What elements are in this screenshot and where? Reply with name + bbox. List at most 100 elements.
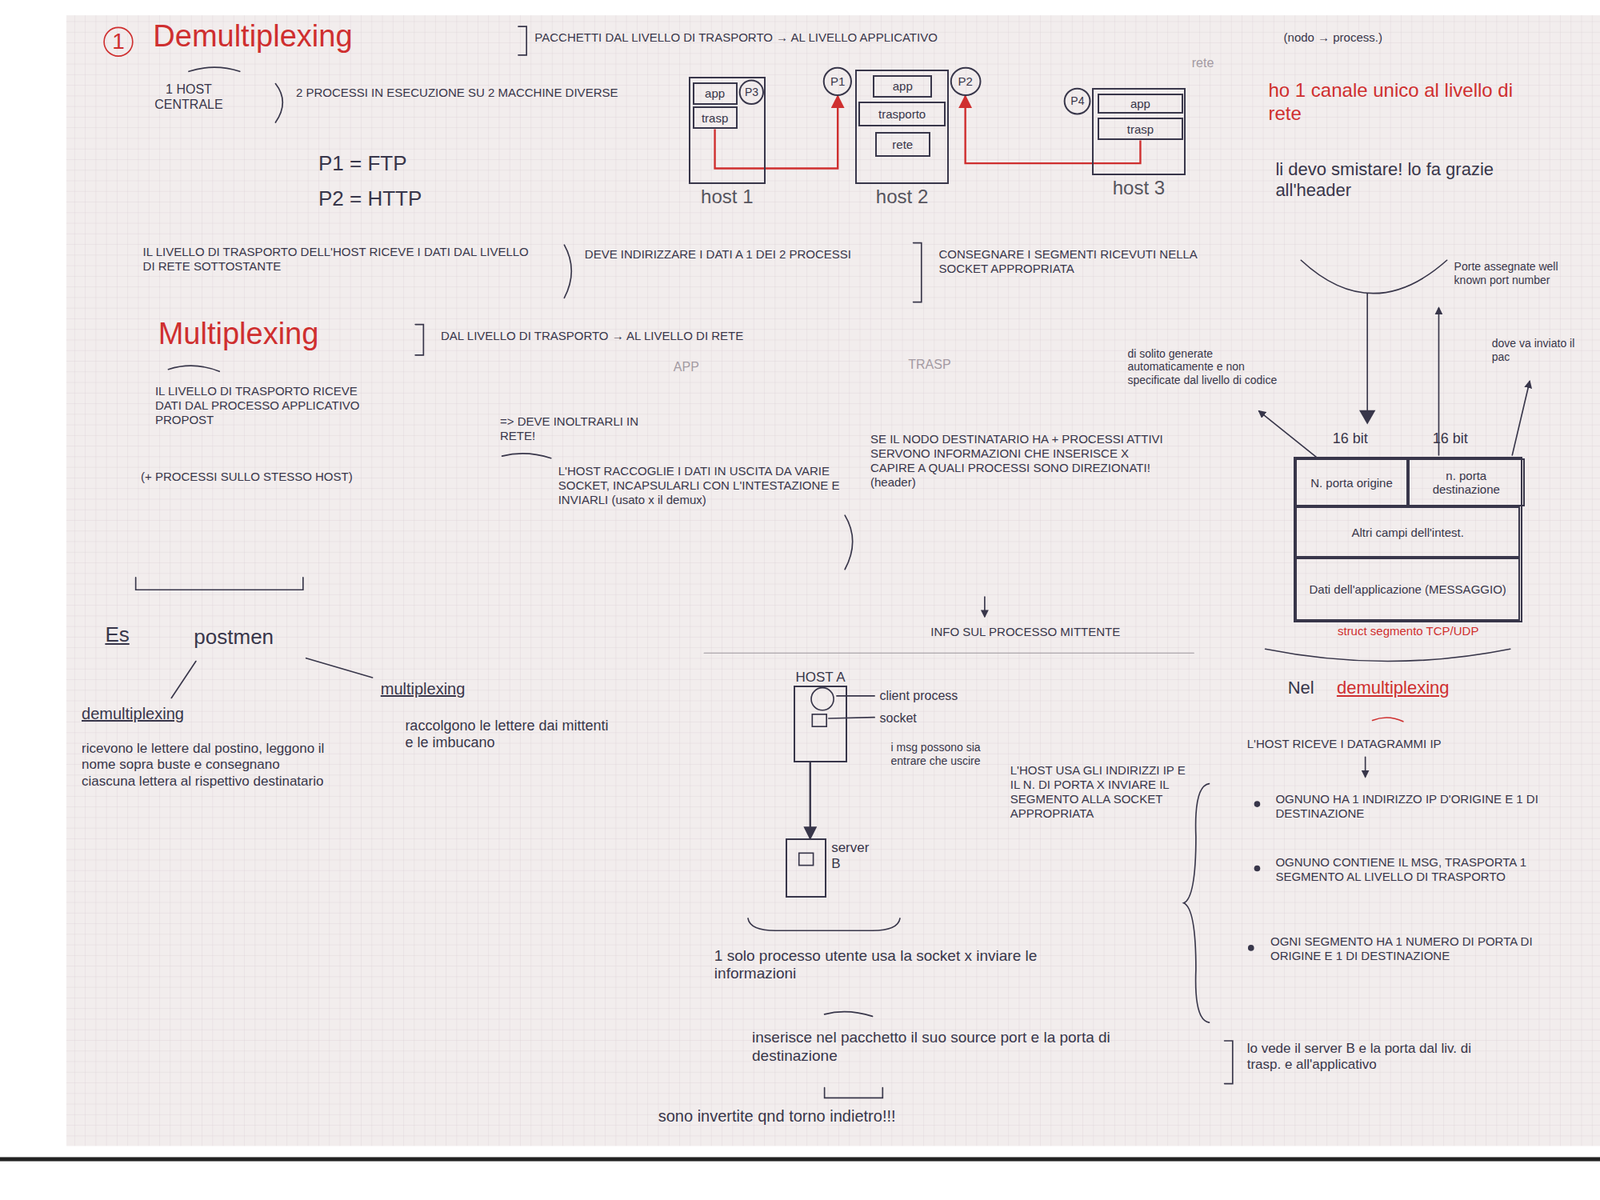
- layer-box: host 3apptrasp: [1092, 88, 1186, 176]
- process-circle: P4: [1064, 88, 1091, 115]
- bracket: [136, 577, 304, 590]
- note-text: SE IL NODO DESTINATARIO HA + PROCESSI AT…: [870, 432, 1177, 490]
- brace: [1300, 260, 1447, 293]
- note-text: PACCHETTI DAL LIVELLO DI TRASPORTO → AL …: [534, 30, 1239, 45]
- tilde-mark: [1372, 717, 1404, 722]
- note-text: Nel: [1288, 677, 1329, 699]
- note-text: li devo smistare! lo fa grazie all'heade…: [1275, 159, 1572, 202]
- circle-outline: [740, 80, 764, 104]
- bracket: [913, 243, 922, 303]
- note-text: 2 PROCESSI IN ESECUZIONE SU 2 MACCHINE D…: [296, 85, 633, 100]
- note-text: 16 bit: [1432, 430, 1495, 448]
- layer-box: Altri campi dell'intest.: [1295, 506, 1520, 558]
- note-text: OGNUNO CONTIENE IL MSG, TRASPORTA 1 SEGM…: [1275, 855, 1582, 884]
- node-text: app: [890, 79, 916, 93]
- bracket: [518, 26, 527, 56]
- layer-box: rete: [875, 132, 931, 157]
- layer-box: trasp: [1097, 117, 1184, 140]
- note-text: P2 = HTTP: [318, 186, 523, 212]
- note-text: socket: [879, 710, 982, 726]
- tilde-mark: [502, 453, 552, 459]
- circle-outline: [950, 68, 980, 96]
- layer-box: n. porta destinazione: [1408, 458, 1525, 507]
- node-text: P3: [742, 85, 761, 99]
- brace: [1265, 648, 1511, 661]
- node-heading: server B: [831, 840, 881, 872]
- note-text: postmen: [193, 624, 316, 650]
- process-circle: P2: [950, 67, 981, 96]
- note-text: OGNUNO HA 1 INDIRIZZO IP D'ORIGINE E 1 D…: [1275, 792, 1582, 821]
- node-heading: host 3: [1112, 176, 1165, 200]
- layer-box: app: [872, 75, 932, 98]
- note-text: OGNI SEGMENTO HA 1 NUMERO DI PORTA DI OR…: [1270, 934, 1582, 964]
- number-circle: [104, 27, 133, 56]
- bullet: [1254, 865, 1261, 872]
- note-text: client process: [879, 688, 1023, 704]
- brace: [1184, 784, 1210, 1023]
- note-text: Porte assegnate well known port number: [1454, 260, 1567, 288]
- arrow: [1512, 381, 1530, 456]
- note-text: L'HOST RICEVE I DATAGRAMMI IP: [1247, 736, 1584, 752]
- note-text: demultiplexing: [1336, 677, 1541, 699]
- node-text: rete: [889, 137, 916, 152]
- note-text: DEVE INDIRIZZARE I DATI A 1 DEI 2 PROCES…: [584, 247, 892, 262]
- bracket: [415, 324, 424, 356]
- bracket: [275, 84, 283, 123]
- bracket: [844, 515, 853, 570]
- layer-box: N. porta origine: [1295, 458, 1408, 507]
- connector: [965, 96, 1141, 164]
- node-text: trasporto: [876, 107, 928, 121]
- note-text: dove va inviato il pac: [1492, 336, 1589, 364]
- note-text: Es: [104, 622, 146, 648]
- connector: [809, 762, 812, 840]
- node-heading: struct segmento TCP/UDP: [1337, 624, 1479, 638]
- note-text: INFO SUL PROCESSO MITTENTE: [930, 624, 1196, 640]
- branch-line: [306, 658, 373, 678]
- tilde-mark: [188, 67, 240, 72]
- note-text: ho 1 canale unico al livello di rete: [1268, 79, 1513, 126]
- note-text: rete: [1192, 55, 1244, 71]
- paper-sheet: [66, 15, 1600, 1146]
- note-text: TRASP: [908, 356, 990, 372]
- process-circle: P3: [739, 80, 764, 105]
- server-socket-symbol: [799, 852, 814, 865]
- layer-box: HOST A: [793, 685, 847, 763]
- node-text: trasp: [699, 111, 731, 125]
- separator-line: [704, 652, 1194, 654]
- bullet: [1248, 944, 1255, 952]
- node-heading: host 1: [700, 185, 753, 208]
- node-text: trasp: [1124, 122, 1156, 136]
- arrow-head: [1359, 410, 1376, 425]
- paper-grid: [66, 15, 1600, 1146]
- note-text: DAL LIVELLO DI TRASPORTO → AL LIVELLO DI…: [440, 328, 748, 344]
- layer-box: struct segmento TCP/UDPN. porta originen…: [1293, 456, 1523, 623]
- branch-line: [171, 661, 196, 699]
- arrow: [1259, 411, 1316, 457]
- layer-box: trasporto: [858, 101, 945, 127]
- node-text: app: [1128, 96, 1153, 111]
- note-text: 1 solo processo utente usa la socket x i…: [714, 947, 1062, 984]
- note-text: multiplexing: [380, 679, 585, 699]
- note-text: ricevono le lettere dal postino, leggono…: [81, 740, 332, 790]
- bracket: [564, 244, 572, 298]
- note-text: CONSEGNARE I SEGMENTI RICEVUTI NELLA SOC…: [938, 247, 1224, 276]
- scan-edge: [0, 1156, 1600, 1161]
- circle-outline: [824, 68, 852, 96]
- arrow: [984, 596, 986, 616]
- note-text: lo vede il server B e la porta dal liv. …: [1247, 1040, 1482, 1074]
- layer-box: host 2apptrasportorete: [855, 69, 949, 184]
- note-text: demultiplexing: [81, 704, 286, 724]
- bullet: [1254, 800, 1261, 808]
- note-text: 1 HOST CENTRALE: [148, 81, 230, 112]
- arrow: [1364, 756, 1367, 776]
- note-text: i msg possono sia entrare che uscire: [891, 740, 988, 768]
- layer-box: trasp: [692, 106, 738, 129]
- node-text: P2: [955, 74, 975, 88]
- bracket: [1224, 1040, 1233, 1084]
- note-text: L'HOST USA GLI INDIRIZZI IP E IL N. DI P…: [1010, 763, 1189, 821]
- leader-line: [828, 717, 875, 719]
- circle-outline: [1064, 88, 1091, 114]
- layer-box: Dati dell'applicazione (MESSAGGIO): [1295, 557, 1520, 621]
